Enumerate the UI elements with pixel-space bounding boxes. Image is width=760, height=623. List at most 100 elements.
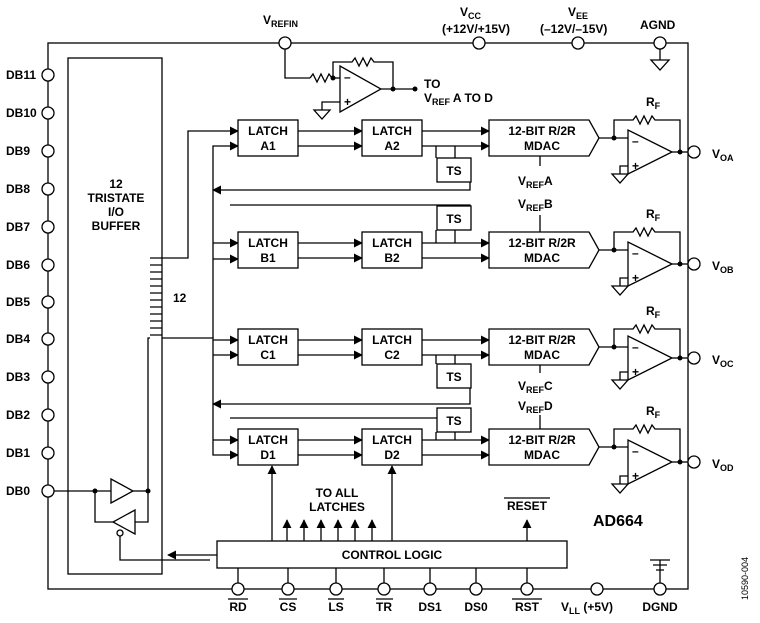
svg-text:MDAC: MDAC [524,348,560,362]
output-enable-bubble [116,529,124,537]
vod-pin [687,455,701,469]
svg-text:DB3: DB3 [6,370,30,384]
vee-label: VEE [568,5,588,21]
svg-text:MDAC: MDAC [524,251,560,265]
reference-amplifier: – + TO VREF A TO D [284,49,493,120]
vrefin-label: VREFIN [263,13,298,29]
dgnd-label: DGND [642,600,678,614]
bus-ticks [150,257,162,336]
svg-text:12-BIT R/2R: 12-BIT R/2R [508,433,576,447]
control-logic: CONTROL LOGIC TO ALL LATCHES RESET AD664 [167,465,643,569]
svg-text:DB6: DB6 [6,258,30,272]
svg-text:DB8: DB8 [6,182,30,196]
mdac-b [488,231,600,269]
latch-c1 [237,328,299,366]
svg-text:–: – [632,340,639,354]
vll-label: VLL (+5V) [561,600,613,616]
svg-text:LATCH: LATCH [372,333,412,347]
vob-label: VOB [712,259,734,275]
svg-text:TS: TS [446,414,461,428]
buffer-line-3: I/O [108,205,124,219]
chip-outline [47,42,689,590]
mdac-a [488,119,600,157]
channel-d: LATCH D1 LATCH D2 TS 12-BIT R/2R MDAC VR… [237,399,734,494]
vref-a-label: VREFA [518,174,553,190]
svg-text:TS: TS [446,212,461,226]
svg-text:MDAC: MDAC [524,448,560,462]
voa-pin [687,145,701,159]
to-label: TO [424,77,440,91]
svg-text:LATCH: LATCH [248,236,288,250]
data-bus-wiring [162,126,471,460]
svg-text:12-BIT R/2R: 12-BIT R/2R [508,236,576,250]
vee-note: (–12V/–15V) [540,22,607,36]
ls-label: LS [328,600,343,614]
chip-name: AD664 [593,513,643,530]
svg-text:TS: TS [446,164,461,178]
vref-b-label: VREFB [518,197,553,213]
dgnd-ground-icon [650,559,670,583]
ls-pin [329,582,343,596]
pin-db1: DB1 [6,446,55,460]
svg-text:+: + [632,159,639,173]
svg-text:LATCH: LATCH [248,433,288,447]
svg-text:C2: C2 [384,348,400,362]
rf-a-label: RF [646,95,661,111]
pin-db2: DB2 [6,408,55,422]
pin-db7: DB7 [6,220,55,234]
ref-amp-triangle [339,64,383,114]
voc-label: VOC [712,353,734,369]
vrefin-pin [278,36,292,50]
svg-text:B1: B1 [260,251,276,265]
rf-d-label: RF [646,404,661,420]
rf-c-label: RF [646,304,661,320]
output-amp-c [627,334,674,382]
buffer-box [67,57,163,575]
svg-text:DB9: DB9 [6,144,30,158]
buffer-line-1: 12 [109,177,123,191]
rf-b-label: RF [646,207,661,223]
channel-b: LATCH B1 LATCH B2 TS 12-BIT R/2R MDAC VR… [237,197,734,296]
svg-text:A2: A2 [384,139,400,153]
pin-db4: DB4 [6,332,55,346]
mdac-c [488,328,600,366]
output-amp-d [627,438,674,486]
vref-d-label: VREFD [518,399,553,415]
vcc-note: (+12V/+15V) [442,22,510,36]
ds0-label: DS0 [464,600,488,614]
svg-text:B2: B2 [384,251,400,265]
figure-id: 10590-004 [740,557,750,600]
pin-db5: DB5 [6,295,55,309]
ts-b [436,205,472,231]
pin-db6: DB6 [6,258,55,272]
svg-text:DB10: DB10 [6,106,37,120]
svg-text:+: + [632,271,639,285]
output-buffer-icon [111,508,136,536]
svg-text:+: + [632,365,639,379]
buffer-line-2: TRISTATE [88,191,145,205]
svg-text:–: – [632,444,639,458]
vcc-pin [472,36,486,50]
vcc-label: VCC [460,5,482,21]
vee-pin [571,36,585,50]
vref-c-label: VREFC [518,379,553,395]
tr-label: TR [376,600,392,614]
agnd-ground-icon [649,49,671,71]
ds1-label: DS1 [418,600,442,614]
latch-a2 [361,119,423,157]
svg-text:DB5: DB5 [6,295,30,309]
rst-label: RST [515,600,540,614]
svg-text:DB2: DB2 [6,408,30,422]
agnd-label: AGND [640,18,676,32]
voa-label: VOA [712,147,734,163]
svg-text:MDAC: MDAC [524,139,560,153]
svg-text:–: – [632,246,639,260]
latch-b2 [361,231,423,269]
ref-amp-plus: + [344,95,351,109]
pin-db11: DB11 [6,68,55,82]
rd-pin [231,582,245,596]
svg-text:D2: D2 [384,448,400,462]
ref-amp-minus: – [344,70,351,84]
rst-pin [520,582,534,596]
svg-text:A1: A1 [260,139,276,153]
